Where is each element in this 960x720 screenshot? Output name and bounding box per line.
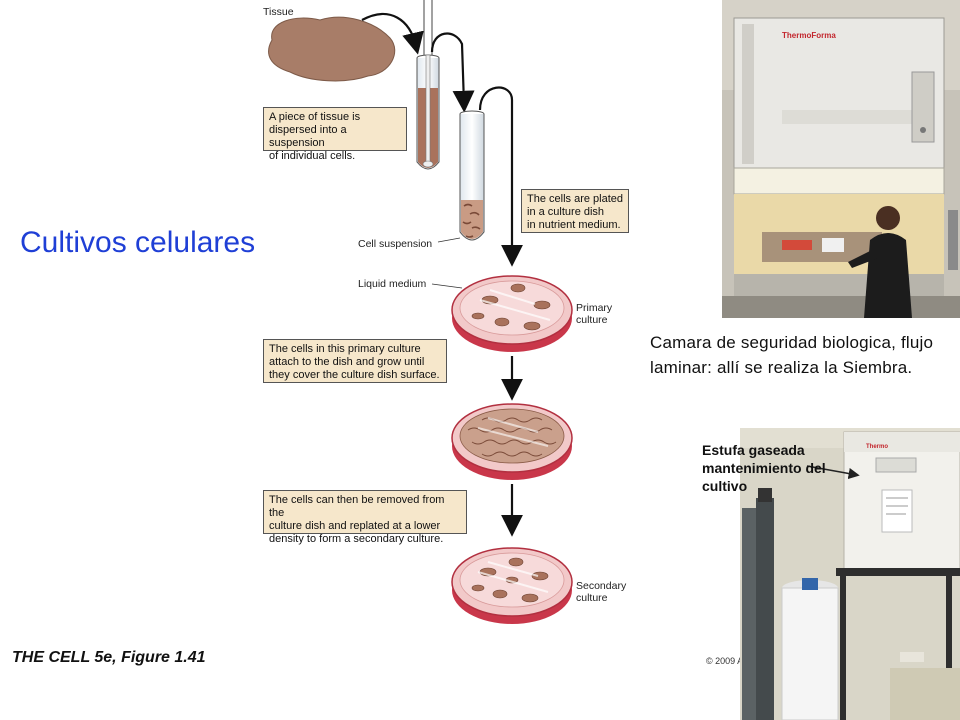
culture-dish-confluent: [451, 403, 573, 480]
arrow-suspension-to-dish: [478, 86, 523, 267]
caption-biosafety-cabinet: Camara de seguridad biologica, flujo lam…: [650, 333, 934, 377]
slide-title: Cultivos celulares: [20, 226, 256, 259]
biosafety-cabinet-photo: ThermoForma: [722, 0, 960, 318]
figure-credit: THE CELL 5e, Figure 1.41: [12, 649, 206, 666]
label-cell-suspension: Cell suspension: [358, 238, 433, 250]
label-secondary-culture: Secondary culture: [576, 580, 627, 604]
callout-primary-growth: The cells in this primary culture attach…: [263, 339, 447, 383]
callout-plating: The cells are plated in a culture dish i…: [521, 189, 629, 233]
arrow-tube-to-suspension: [430, 32, 475, 113]
label-primary-culture: Primary culture: [576, 302, 613, 326]
incubator-brand-label: Thermo: [866, 444, 888, 450]
culture-dish-secondary: [451, 547, 573, 624]
label-liquid-medium: Liquid medium: [358, 278, 427, 290]
incubator-pointer-arrow: [806, 465, 860, 480]
caption-incubator: Estufa gaseada mantenimiento del cultivo: [702, 442, 826, 494]
callout-dissociation: A piece of tissue is dispersed into a su…: [263, 107, 407, 162]
test-tube-dissociation: [416, 54, 440, 170]
callout-replating: The cells can then be removed from the c…: [263, 490, 467, 545]
label-tissue: Tissue: [263, 6, 294, 18]
tissue-piece: [268, 16, 396, 82]
cell-culture-diagram: [268, 0, 573, 624]
culture-dish-primary: [451, 275, 573, 352]
incubator-photo: Thermo: [740, 428, 960, 720]
copyright-notice: © 2009 A: [706, 656, 744, 666]
test-tube-cell-suspension: [459, 110, 485, 241]
arrow-tissue-to-tube: [361, 12, 424, 55]
cabinet-brand-label: ThermoForma: [782, 31, 836, 40]
